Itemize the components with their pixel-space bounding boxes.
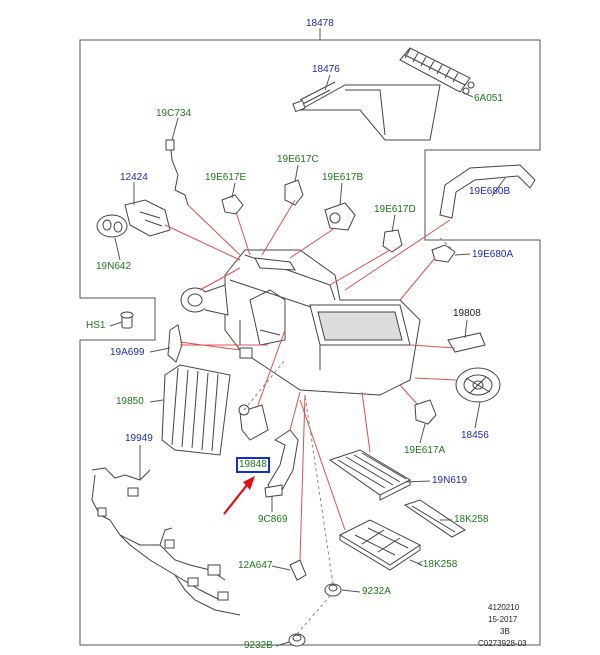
leader-19848 [257,329,286,406]
leader-19e680a [399,257,436,301]
grommet-part [96,214,128,238]
leader-12a647 [299,394,306,561]
part-label-19E617E[interactable]: 19E617E [205,172,247,183]
part-label-6A051[interactable]: 6A051 [474,93,503,104]
part-label-19N619[interactable]: 19N619 [432,475,468,486]
actuator-19E617B [324,202,356,231]
bracket-strip-part [403,499,466,538]
resistor-19808-part [447,332,486,353]
leader-19e617e [235,211,251,256]
blower-motor-part [455,367,501,403]
heater-core-part [292,81,441,141]
part-label-18476[interactable]: 18476 [312,64,340,75]
part-label-19E617A[interactable]: 19E617A [404,445,446,456]
footer-code-3: 3B [500,627,510,636]
grommet-9232A-part [324,583,342,597]
part-label-HS1[interactable]: HS1 [86,320,106,331]
leader-lines [164,199,457,561]
footer-code-4: C0273928-03 [478,639,527,648]
leader-18456 [414,377,457,381]
part-label-12424[interactable]: 12424 [120,172,148,183]
leader-19c734 [187,204,241,256]
part-label-19E617B[interactable]: 19E617B [322,172,364,183]
part-label-19949[interactable]: 19949 [125,433,153,444]
hvac-housing-part [224,249,421,396]
duct-19E680B-part [439,164,536,219]
leader-9c869 [289,391,301,431]
leader-19n619 [361,391,371,453]
assembly-frame [79,39,541,646]
leader-19e617c [261,199,296,256]
leader-hs1 [199,267,241,291]
radiator-grid-part [399,47,475,95]
leader-19e617a [399,384,419,406]
filter-frame-part [338,519,421,571]
sensor-12A647-part [289,559,307,581]
leader-12424 [164,224,241,261]
footer-code-2: 15-2017 [488,615,518,624]
part-label-19E617D[interactable]: 19E617D [374,204,416,215]
part-label-12A647[interactable]: 12A647 [238,560,273,571]
grommet-9232B-part [288,633,306,647]
part-label-19N642[interactable]: 19N642 [96,261,132,272]
pointer-arrow [223,476,255,515]
part-label-19E680A[interactable]: 19E680A [472,249,514,260]
leader-19e617b [289,227,336,259]
part-label-19E680B[interactable]: 19E680B [469,186,511,197]
sensor-wire-part [165,139,189,206]
wiring-harness-part [91,467,241,616]
screw-HS1-part [120,311,134,329]
part-label-19850[interactable]: 19850 [116,396,144,407]
bracket-part [124,199,171,237]
part-label-19E617C[interactable]: 19E617C [277,154,319,165]
leader-filter-frame [299,399,346,531]
valve-19848-part [238,404,269,441]
label-connectors [109,74,506,647]
actuator-19E617A [414,399,437,425]
part-label-18456[interactable]: 18456 [461,430,489,441]
part-label-19A699[interactable]: 19A699 [110,347,145,358]
part-label-19C734[interactable]: 19C734 [156,108,192,119]
actuator-19E617C [284,179,304,206]
cabin-filter-part [328,449,412,501]
part-label-9C869[interactable]: 9C869 [258,514,288,525]
fastener-part [239,347,253,359]
leader-19808 [409,344,456,349]
part-label-18478[interactable]: 18478 [306,18,334,29]
part-label-19848[interactable]: 19848 [236,457,270,473]
pipe-9C869-part [264,429,299,498]
part-label-19808[interactable]: 19808 [453,308,481,319]
actuator-19E617D [382,229,403,253]
leader-19a699 [179,341,241,351]
leader-19e617d [329,249,391,286]
clip-19A699-part [167,324,183,363]
part-label-18K258-frame[interactable]: <18K258 [417,559,458,570]
footer-code-1: 4120210 [488,603,520,612]
part-label-9232A[interactable]: 9232A [362,586,391,597]
inlet-part [180,284,229,316]
sensor-19E680A-part [431,244,456,263]
part-label-18K258-strip[interactable]: 18K258 [454,514,489,525]
evaporator-19850-part [161,364,231,456]
leader-19e680b [344,219,451,291]
part-label-9232B[interactable]: 9232B [244,640,273,651]
dashed-leaders [243,237,456,635]
